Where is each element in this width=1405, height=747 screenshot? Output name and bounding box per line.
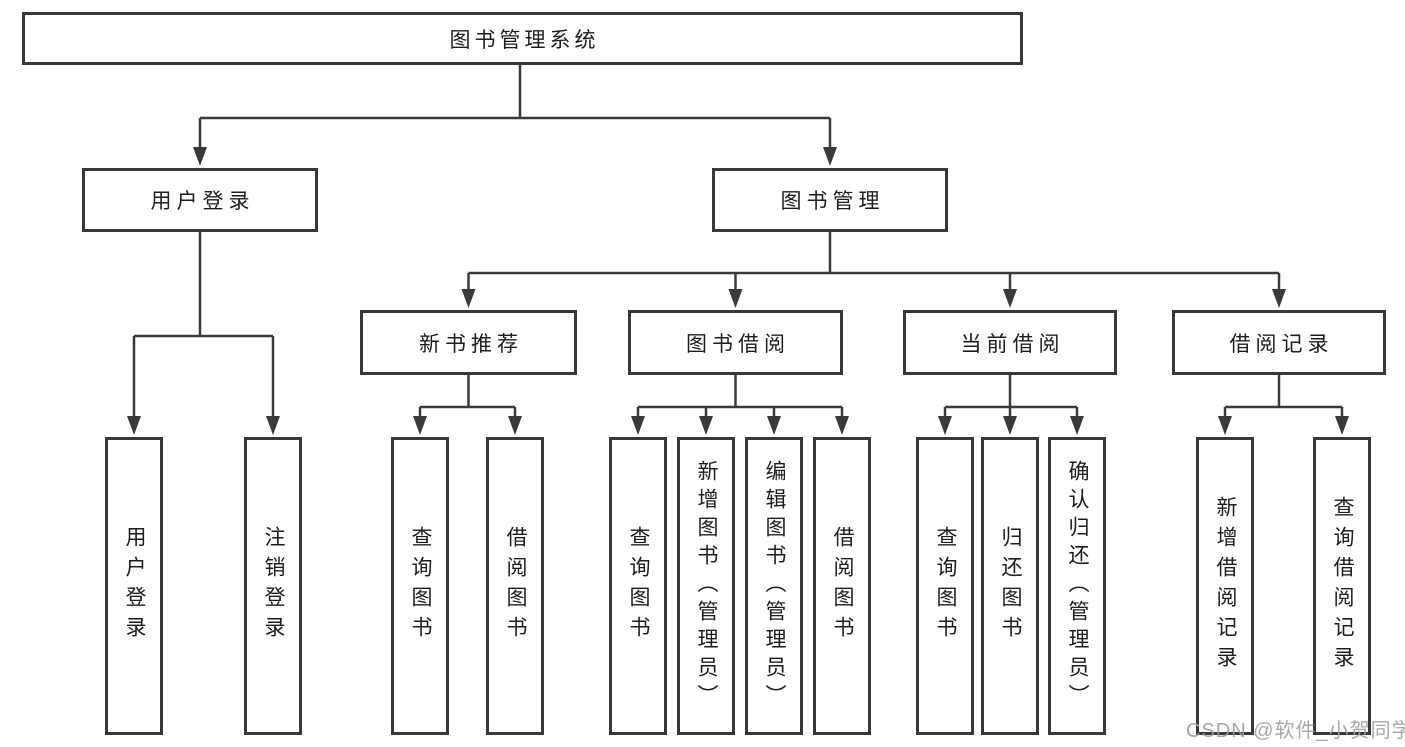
leaf-confirm-return-admin: 确认归还（管理员） — [1048, 437, 1106, 735]
leaf-return-book: 归还图书 — [981, 437, 1039, 735]
node-borrow-records: 借阅记录 — [1172, 310, 1386, 375]
leaf-borrow-books-borrow: 借阅图书 — [813, 437, 871, 735]
node-book-borrow: 图书借阅 — [628, 310, 843, 375]
node-user-login: 用户登录 — [82, 168, 318, 232]
leaf-query-books-recommend: 查询图书 — [391, 437, 449, 735]
arrowheads — [127, 147, 1349, 435]
node-book-management: 图书管理 — [712, 168, 948, 232]
node-new-book-recommend: 新书推荐 — [360, 310, 577, 375]
leaf-query-books-current: 查询图书 — [916, 437, 974, 735]
leaf-borrow-books-recommend: 借阅图书 — [486, 437, 544, 735]
node-current-borrow: 当前借阅 — [903, 310, 1117, 375]
leaf-edit-book-admin: 编辑图书（管理员） — [745, 437, 803, 735]
leaf-add-borrow-record: 新增借阅记录 — [1196, 437, 1254, 735]
leaf-query-borrow-record: 查询借阅记录 — [1313, 437, 1371, 735]
leaf-user-login: 用户登录 — [105, 437, 163, 735]
leaf-logout: 注销登录 — [244, 437, 302, 735]
node-root-library-system: 图书管理系统 — [22, 12, 1023, 65]
leaf-add-book-admin: 新增图书（管理员） — [677, 437, 735, 735]
csdn-watermark: CSDN @软件_小贺同学 — [1186, 720, 1405, 742]
leaf-query-books-borrow: 查询图书 — [609, 437, 667, 735]
